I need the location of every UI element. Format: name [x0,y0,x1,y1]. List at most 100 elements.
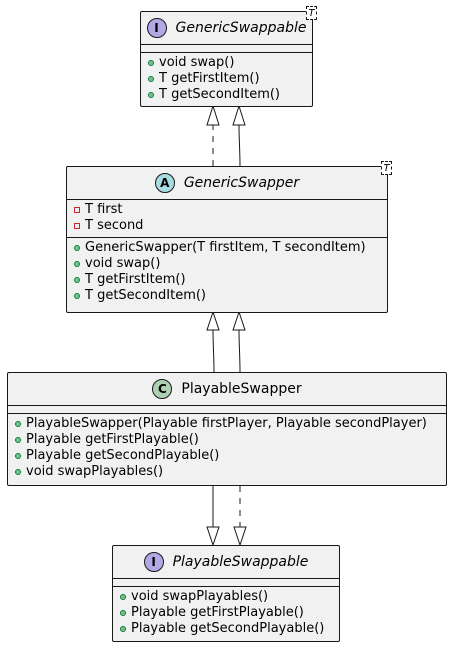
member-row: Playable getSecondPlayable() [120,621,339,637]
public-visibility-icon [120,594,126,600]
methods-compartment: void swap()T getFirstItem()T getSecondIt… [141,53,312,106]
member-text: T getFirstItem() [159,71,260,86]
visibility-marker [74,207,85,213]
visibility-marker [148,60,159,66]
member-text: void swap() [85,256,161,271]
fields-compartment [113,579,339,587]
interface-badge-icon: I [146,18,167,38]
visibility-marker [15,469,26,475]
visibility-marker [120,594,131,600]
public-visibility-icon [148,60,154,66]
visibility-marker [15,453,26,459]
visibility-marker [148,76,159,82]
type-parameter-tag: T [306,6,317,20]
member-text: PlayableSwapper(Playable firstPlayer, Pl… [26,416,427,431]
public-visibility-icon [74,277,80,283]
member-row: T second [74,218,387,234]
visibility-marker [74,223,85,229]
relation-generalization-playableswapper-genericswapper-b [238,329,241,373]
member-text: Playable getFirstPlayable() [26,432,199,447]
class-playable-swappable[interactable]: I PlayableSwappable void swapPlayables()… [112,545,340,642]
member-row: PlayableSwapper(Playable firstPlayer, Pl… [15,416,446,432]
visibility-marker [15,421,26,427]
class-name: PlayableSwapper [181,381,302,397]
class-generic-swappable[interactable]: T I GenericSwappable void swap()T getFir… [140,6,317,107]
public-visibility-icon [148,76,154,82]
arrowhead-up-1 [206,104,220,126]
member-row: T first [74,202,387,218]
arrowhead-down-2 [233,526,247,547]
fields-compartment [141,45,312,53]
class-name: GenericSwappable [175,20,307,36]
member-row: void swap() [74,256,387,272]
member-row: T getFirstItem() [148,71,312,87]
member-text: T getFirstItem() [85,272,186,287]
methods-compartment: PlayableSwapper(Playable firstPlayer, Pl… [8,414,446,483]
public-visibility-icon [120,610,126,616]
visibility-marker [148,92,159,98]
member-row: void swapPlayables() [15,464,446,480]
methods-compartment: GenericSwapper(T firstItem, T secondItem… [67,238,387,307]
member-text: void swapPlayables() [26,464,164,479]
public-visibility-icon [120,626,126,632]
relation-generalization-playableswapper-genericswapper-a [212,329,215,373]
visibility-marker [120,626,131,632]
type-parameter-tag: T [381,161,392,175]
class-header: I GenericSwappable [141,12,312,45]
public-visibility-icon [148,92,154,98]
private-visibility-icon [74,223,80,229]
visibility-marker [74,261,85,267]
member-text: T getSecondItem() [85,288,206,303]
class-name: PlayableSwappable [172,554,309,570]
fields-compartment [8,406,446,414]
visibility-marker [120,610,131,616]
visibility-marker [74,277,85,283]
visibility-marker [74,293,85,299]
member-text: T second [85,218,144,233]
public-visibility-icon [15,453,21,459]
relation-generalization-genericswapper-genericswappable [238,124,241,167]
member-text: Playable getSecondPlayable() [26,448,220,463]
arrowhead-down-1 [206,526,220,547]
member-row: void swap() [148,55,312,71]
class-header: A GenericSwapper [67,167,387,200]
arrowhead-up-3 [206,310,220,331]
interface-badge-icon: I [143,552,164,572]
member-row: Playable getFirstPlayable() [120,605,339,621]
member-row: T getFirstItem() [74,272,387,288]
private-visibility-icon [74,207,80,213]
public-visibility-icon [74,245,80,251]
member-text: void swap() [159,55,235,70]
member-text: Playable getFirstPlayable() [131,605,304,620]
visibility-marker [15,437,26,443]
member-text: Playable getSecondPlayable() [131,621,325,636]
member-row: GenericSwapper(T firstItem, T secondItem… [74,240,387,256]
member-text: T first [85,202,123,217]
public-visibility-icon [74,293,80,299]
member-row: T getSecondItem() [148,87,312,103]
member-row: Playable getFirstPlayable() [15,432,446,448]
member-row: T getSecondItem() [74,288,387,304]
member-text: GenericSwapper(T firstItem, T secondItem… [85,240,366,255]
member-text: T getSecondItem() [159,87,280,102]
public-visibility-icon [15,421,21,427]
class-name: GenericSwapper [183,175,300,191]
member-row: Playable getSecondPlayable() [15,448,446,464]
class-header: C PlayableSwapper [8,373,446,406]
arrowhead-up-2 [232,104,246,126]
public-visibility-icon [15,469,21,475]
member-text: void swapPlayables() [131,589,269,604]
visibility-marker [74,245,85,251]
public-visibility-icon [15,437,21,443]
class-playable-swapper[interactable]: C PlayableSwapper PlayableSwapper(Playab… [7,372,447,486]
public-visibility-icon [74,261,80,267]
abstract-badge-icon: A [154,173,175,193]
member-row: void swapPlayables() [120,589,339,605]
methods-compartment: void swapPlayables()Playable getFirstPla… [113,587,339,640]
class-header: I PlayableSwappable [113,546,339,579]
class-badge-icon: C [152,379,173,399]
arrowhead-up-4 [232,310,246,331]
